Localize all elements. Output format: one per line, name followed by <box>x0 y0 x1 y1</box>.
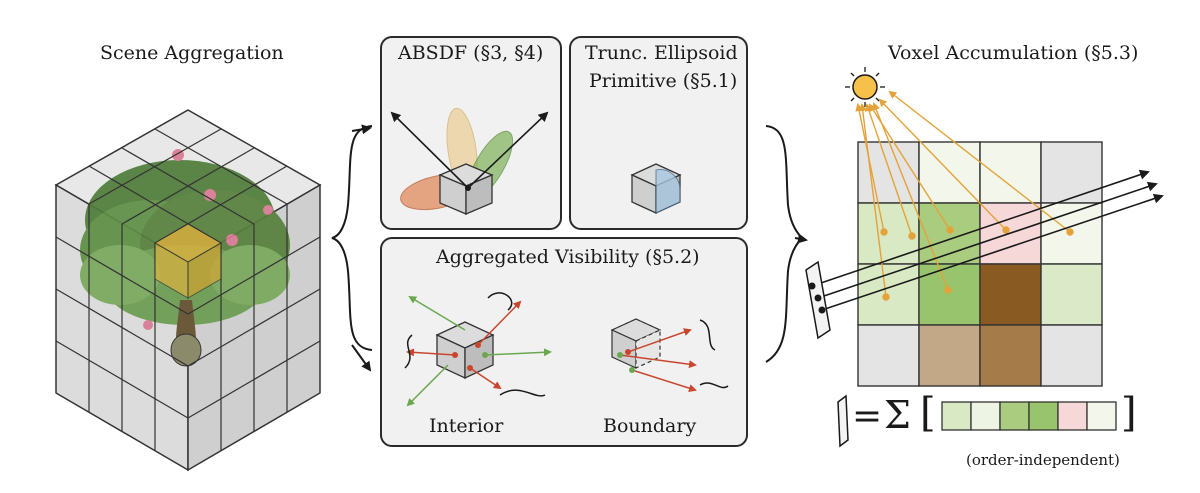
interior-illustration <box>404 292 552 407</box>
voxel-cell <box>979 324 1042 387</box>
accumulation-strip <box>941 401 1117 431</box>
aggregated-visibility-title: Aggregated Visibility (§5.2) <box>436 246 700 268</box>
order-independent-label: (order-independent) <box>966 451 1120 469</box>
voxel-cell <box>1040 324 1103 387</box>
trunc-ellipsoid-title-line1: Trunc. Ellipsoid <box>585 42 738 64</box>
absdf-title: ABSDF (§3, §4) <box>398 42 544 64</box>
voxel-cell <box>918 263 981 326</box>
equation-sigma: Σ <box>884 393 911 437</box>
trunc-ellipsoid-illustration <box>630 163 682 215</box>
voxel-grid <box>857 141 1103 387</box>
accumulation-cell <box>1057 401 1088 431</box>
interior-label: Interior <box>429 415 504 437</box>
camera-rays <box>811 169 1164 311</box>
accumulation-cell <box>970 401 1001 431</box>
equation-open-bracket: [ <box>920 390 936 436</box>
voxel-cell <box>857 324 920 387</box>
brace-arrow-bottom <box>351 344 372 372</box>
accumulation-cell <box>1028 401 1059 431</box>
brace-arrow-top <box>351 124 372 135</box>
scene-aggregation-title: Scene Aggregation <box>100 42 284 64</box>
accumulation-cell <box>999 401 1030 431</box>
equation-close-bracket: ] <box>1121 390 1137 436</box>
voxel-cell <box>918 324 981 387</box>
voxel-accumulation-title: Voxel Accumulation (§5.3) <box>888 42 1139 64</box>
trunc-ellipsoid-title-line2: Primitive (§5.1) <box>589 70 738 92</box>
boundary-illustration <box>610 318 729 392</box>
scene-cube <box>54 109 322 472</box>
accumulation-cell <box>1086 401 1117 431</box>
right-brace <box>765 125 804 363</box>
accumulation-cell <box>941 401 972 431</box>
tree-foliage <box>80 149 290 330</box>
boundary-label: Boundary <box>603 415 697 437</box>
pixel-icon <box>837 394 849 448</box>
voxel-cell <box>979 141 1042 204</box>
voxel-cell <box>1040 141 1103 204</box>
absdf-illustration <box>390 107 549 215</box>
left-brace <box>331 125 373 351</box>
brace-arrow-out <box>794 233 808 244</box>
sun-icon <box>845 67 885 107</box>
image-plane <box>805 260 831 340</box>
voxel-cell <box>979 263 1042 326</box>
highlighted-voxel <box>153 223 223 299</box>
equation-equals: = <box>852 396 883 437</box>
voxel-cell <box>1040 263 1103 326</box>
